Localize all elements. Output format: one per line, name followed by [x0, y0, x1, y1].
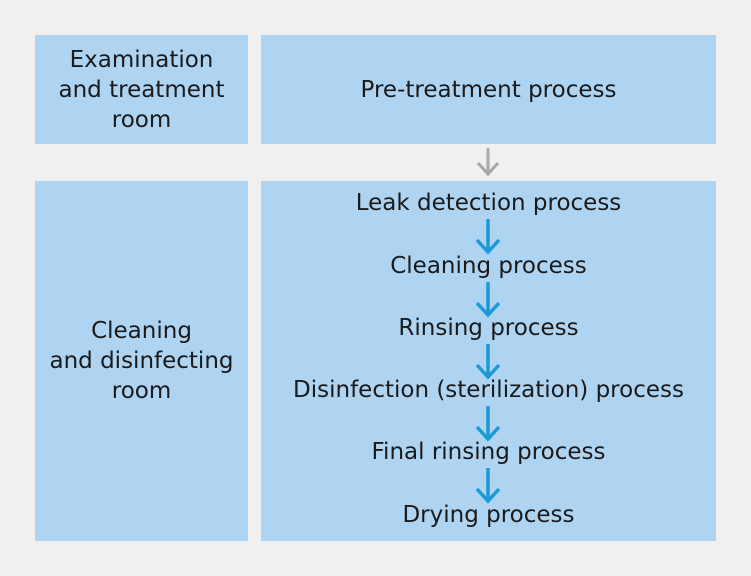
- down-arrow-icon: [475, 282, 501, 318]
- pre-treatment-box: Pre-treatment process: [261, 35, 716, 144]
- examination-room-box: Examination and treatment room: [35, 35, 248, 144]
- down-arrow-icon: [475, 219, 501, 255]
- step-final-rinsing: Final rinsing process: [371, 439, 606, 465]
- down-arrow-icon: [475, 406, 501, 442]
- step-cleaning: Cleaning process: [390, 253, 587, 279]
- connector-arrow-icon: [476, 148, 500, 177]
- down-arrow-icon: [475, 344, 501, 380]
- step-rinsing: Rinsing process: [398, 315, 579, 341]
- down-arrow-icon: [475, 468, 501, 504]
- step-leak-detection: Leak detection process: [355, 190, 622, 216]
- process-steps-box: Leak detection process Cleaning process …: [261, 181, 716, 541]
- step-disinfection: Disinfection (sterilization) process: [293, 377, 684, 403]
- cleaning-room-box: Cleaning and disinfecting room: [35, 181, 248, 541]
- step-drying: Drying process: [402, 502, 575, 528]
- pre-treatment-label: Pre-treatment process: [360, 76, 617, 103]
